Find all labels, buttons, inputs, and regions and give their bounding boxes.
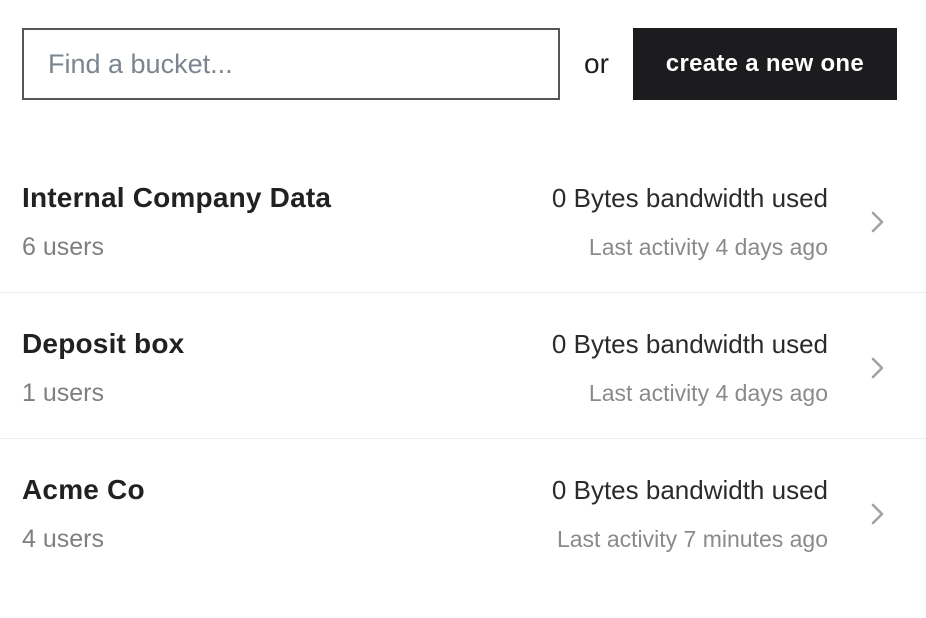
chevron-right-icon[interactable] [828,353,926,383]
bucket-row[interactable]: Internal Company Data 6 users 0 Bytes ba… [0,147,926,293]
bucket-info: Acme Co 4 users [22,471,552,556]
bucket-toolbar: or create a new one [22,28,901,100]
bucket-last-activity: Last activity 4 days ago [588,380,828,406]
bucket-row[interactable]: Deposit box 1 users 0 Bytes bandwidth us… [0,293,926,439]
create-bucket-button[interactable]: create a new one [632,28,897,100]
find-bucket-input[interactable] [22,28,560,100]
bucket-info: Internal Company Data 6 users [22,179,552,264]
bucket-stats: 0 Bytes bandwidth used Last activity 4 d… [552,325,828,410]
bucket-users-count: 6 users [22,233,104,261]
bucket-last-activity: Last activity 7 minutes ago [556,526,828,552]
bucket-name: Deposit box [22,328,185,359]
bucket-stats: 0 Bytes bandwidth used Last activity 4 d… [552,179,828,264]
chevron-right-icon[interactable] [828,499,926,529]
bucket-bandwidth: 0 Bytes bandwidth used [551,183,828,213]
bucket-name: Acme Co [22,474,145,505]
bucket-users-count: 1 users [22,379,104,407]
bucket-row[interactable]: Acme Co 4 users 0 Bytes bandwidth used L… [0,439,926,584]
bucket-stats: 0 Bytes bandwidth used Last activity 7 m… [552,471,828,556]
or-separator-label: or [584,48,609,79]
bucket-last-activity: Last activity 4 days ago [588,234,828,260]
bucket-name: Internal Company Data [22,182,332,213]
bucket-bandwidth: 0 Bytes bandwidth used [551,475,828,505]
bucket-bandwidth: 0 Bytes bandwidth used [551,329,828,359]
bucket-info: Deposit box 1 users [22,325,552,410]
bucket-users-count: 4 users [22,525,104,553]
bucket-list: Internal Company Data 6 users 0 Bytes ba… [0,147,926,584]
chevron-right-icon[interactable] [828,207,926,237]
